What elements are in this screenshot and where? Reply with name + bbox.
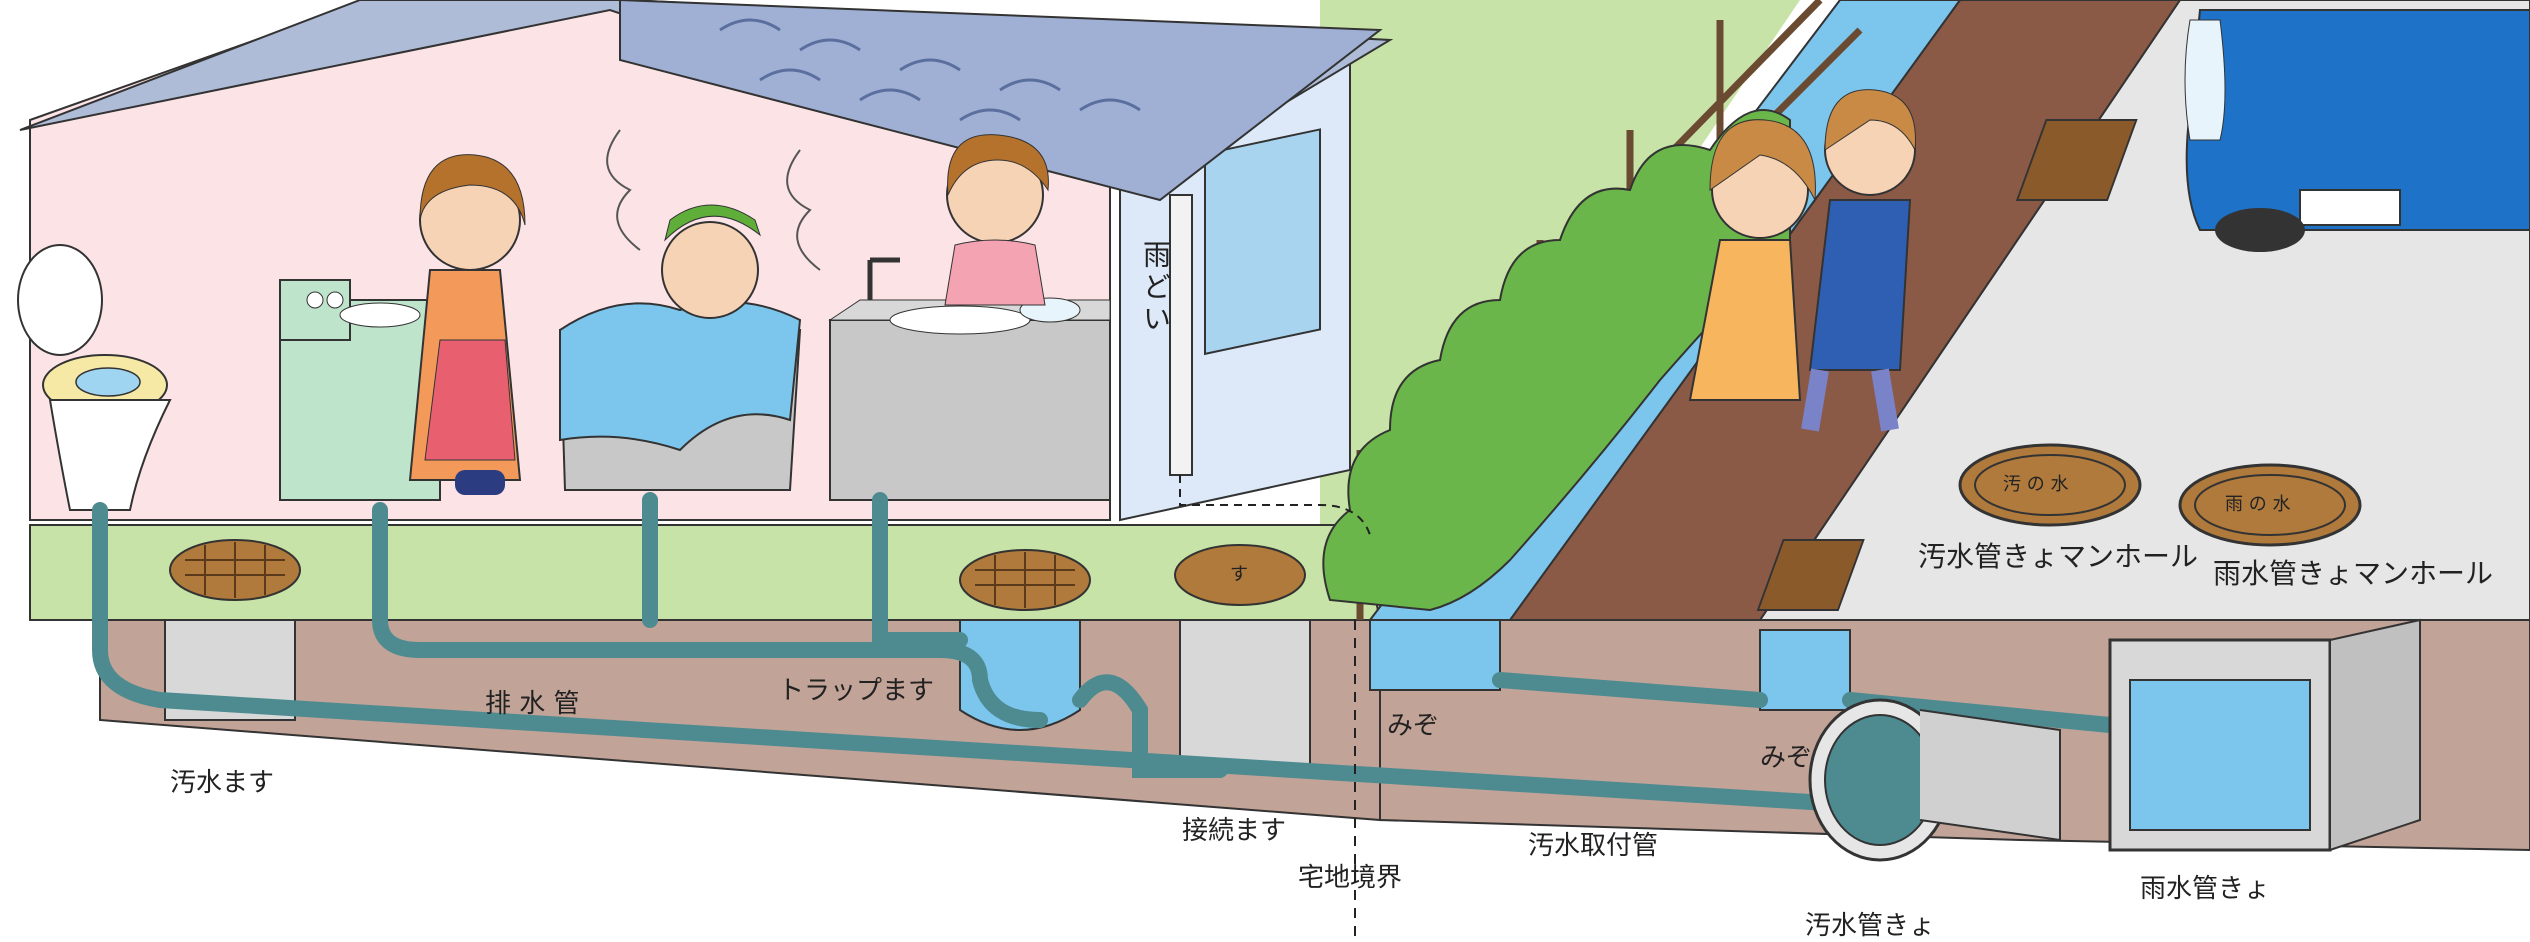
sewage-lateral-label: 汚水取付管 (1528, 831, 1659, 861)
gutter-label-2: みぞ (1760, 743, 1813, 773)
woman-dishes-figure (944, 134, 1049, 306)
annex-window (1204, 128, 1321, 356)
property-boundary-label: 宅地境界 (1298, 863, 1403, 893)
road-grate-bottom (1756, 539, 1865, 611)
storm-main-label: 雨水管きょ (2140, 874, 2271, 904)
small-lid-mark: す (1230, 564, 1248, 585)
sewer-manhole-lid-text: 汚 の 水 (2003, 474, 2069, 495)
storm-manhole-cover-icon (2178, 463, 2362, 547)
sewer-main-label: 汚水管きょ (1805, 911, 1936, 941)
downspout-label: 雨どい (1139, 240, 1172, 336)
storm-main-culvert-icon (2108, 618, 2421, 852)
gutter-label-1: みぞ (1387, 711, 1440, 741)
roof-main (619, 0, 1383, 202)
sewer-manhole-cover-icon (1958, 443, 2142, 527)
gutter-2-section (1759, 629, 1851, 711)
storm-manhole-lid-text: 雨 の 水 (2225, 494, 2291, 515)
sewage-basin-label: 汚水ます (170, 768, 275, 798)
sewer-main-pipe-icon (1808, 698, 2061, 862)
toilet-icon (17, 244, 172, 511)
trap-basin-label: トラップます (778, 676, 935, 706)
car-icon (2184, 9, 2530, 252)
connection-basin-box (1179, 619, 1311, 766)
storm-manhole-label: 雨水管きょマンホール (2213, 557, 2494, 590)
drain-pipe-label: 排 水 管 (485, 689, 580, 719)
washing-machine-icon (279, 279, 441, 501)
garden-basin-lid-3 (1174, 544, 1306, 606)
downspout-drain-line (1179, 475, 1371, 536)
bathtub-icon (558, 129, 821, 491)
connection-basin-label: 接続ます (1182, 816, 1287, 846)
kitchen-sink-icon (828, 257, 1111, 501)
hedge (1322, 109, 1791, 612)
sewer-manhole-label: 汚水管きょマンホール (1918, 540, 2199, 573)
woman-laundry-figure (408, 154, 526, 495)
gutter-1-section (1369, 619, 1501, 691)
walking-couple-figure (1688, 89, 1916, 432)
road-grate-top (2015, 119, 2138, 201)
